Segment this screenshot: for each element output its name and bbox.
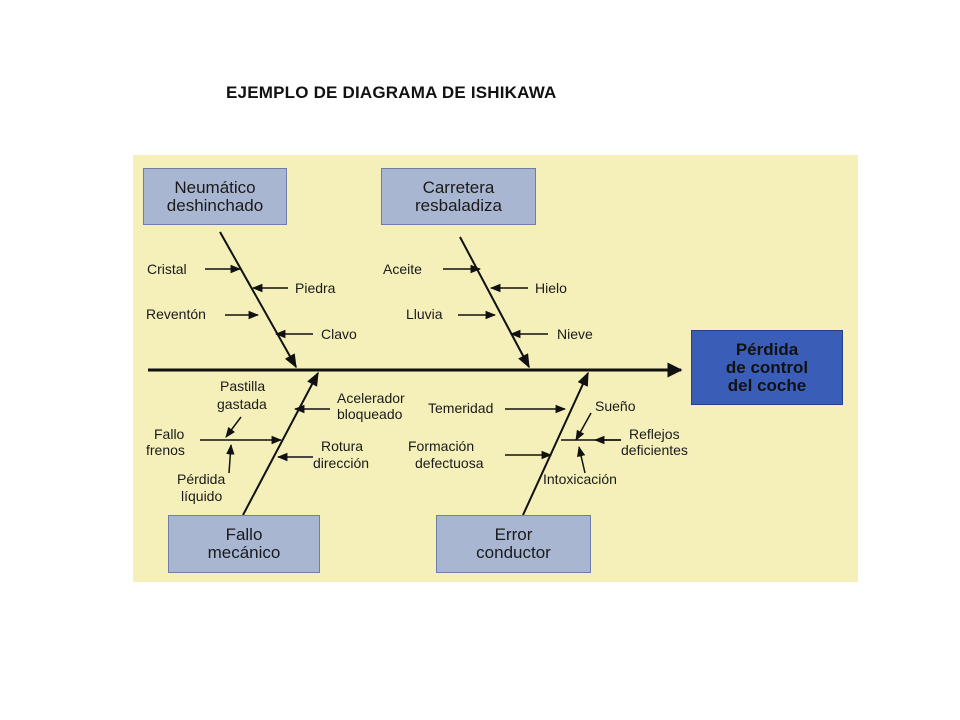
category-label-line1: Neumático [174, 177, 256, 197]
category-label-line2: conductor [476, 543, 551, 562]
cause-acelerador-line1: Acelerador [337, 390, 405, 406]
category-label-line1: Fallo [225, 525, 263, 544]
bone-fallo-mecanico [242, 371, 319, 516]
cause-pastilla-line2: gastada [217, 396, 267, 412]
effect-box: Pérdida de control del coche [691, 330, 843, 405]
cause-fallo-frenos-line1: Fallo [154, 426, 185, 442]
category-label-line1: Carretera [422, 177, 495, 197]
cause-reflejos-line2: deficientes [621, 442, 688, 458]
bone-neumatico [219, 231, 297, 369]
arrow-sueno [575, 412, 592, 441]
diagram-lines: Cristal Piedra Reventón Clavo Aceite Hie… [146, 231, 688, 516]
cause-formacion-line1: Formación [408, 438, 474, 454]
cause-reflejos-line1: Reflejos [629, 426, 680, 442]
cause-reventon: Reventón [146, 306, 206, 322]
cause-intoxicacion: Intoxicación [543, 471, 617, 487]
category-label-line2: mecánico [207, 543, 281, 562]
arrow-pastilla [225, 416, 242, 438]
cause-aceite: Aceite [383, 261, 422, 277]
effect-label-line3: del coche [727, 375, 807, 395]
cause-rotura-line1: Rotura [321, 438, 363, 454]
effect-label-line1: Pérdida [735, 339, 799, 359]
category-label-line1: Error [494, 525, 533, 544]
cause-piedra: Piedra [295, 280, 336, 296]
category-label-line2: deshinchado [166, 195, 264, 215]
cause-hielo: Hielo [535, 280, 567, 296]
page-title: EJEMPLO DE DIAGRAMA DE ISHIKAWA [226, 83, 557, 102]
cause-formacion-line2: defectuosa [415, 455, 484, 471]
bone-error-conductor [522, 371, 589, 516]
ishikawa-diagram: Cristal Piedra Reventón Clavo Aceite Hie… [133, 155, 858, 582]
arrow-intoxicacion [577, 445, 586, 474]
effect-label-line2: de control [725, 357, 809, 377]
category-label-line2: resbaladiza [415, 195, 502, 215]
cause-perdida-line1: Pérdida [177, 471, 225, 487]
arrow-perdida [226, 443, 235, 474]
cause-clavo: Clavo [321, 326, 357, 342]
category-box-neumatico: Neumático deshinchado [143, 168, 287, 225]
category-box-error-conductor: Error conductor [436, 515, 591, 573]
cause-cristal: Cristal [147, 261, 187, 277]
bone-carretera [459, 236, 530, 369]
category-box-carretera: Carretera resbaladiza [381, 168, 536, 225]
cause-lluvia: Lluvia [406, 306, 443, 322]
cause-temeridad: Temeridad [428, 400, 493, 416]
cause-perdida-line2: líquido [181, 488, 222, 504]
cause-nieve: Nieve [557, 326, 593, 342]
cause-rotura-line2: dirección [313, 455, 369, 471]
cause-fallo-frenos-line2: frenos [146, 442, 185, 458]
cause-sueno: Sueño [595, 398, 636, 414]
category-box-fallo-mecanico: Fallo mecánico [168, 515, 320, 573]
cause-pastilla-line1: Pastilla [220, 378, 265, 394]
cause-acelerador-line2: bloqueado [337, 406, 403, 422]
